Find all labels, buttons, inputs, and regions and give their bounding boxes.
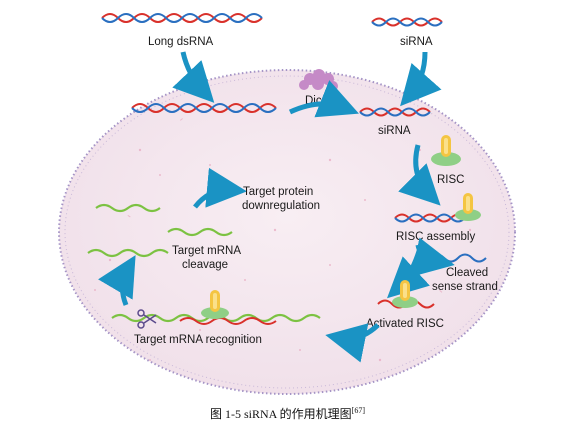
label-long-dsrna: Long dsRNA — [148, 36, 214, 48]
label-target-cleavage-line2: cleavage — [182, 259, 228, 271]
label-risc-assembly: RISC assembly — [396, 231, 475, 243]
arrow-dicer — [288, 80, 359, 118]
arrow-to-risc-assembly — [398, 144, 441, 206]
label-target-cleavage-line1: Target mRNA — [172, 245, 241, 257]
label-downregulation-line1: Target protein — [243, 186, 313, 198]
label-downregulation-line2: downregulation — [242, 200, 320, 212]
risc-protein — [431, 135, 461, 166]
arrow-to-recognition — [325, 323, 380, 363]
label-cleaved-line2: sense strand — [432, 281, 498, 293]
arrow-sirna-enter — [400, 51, 442, 107]
caption-reference: [67] — [351, 406, 365, 415]
label-risc: RISC — [437, 174, 464, 186]
arrow-to-cleaved — [411, 237, 455, 277]
target-mrna-recognition-complex — [111, 290, 321, 325]
cell-membrane — [58, 69, 516, 395]
cell-membrane-inner — [64, 75, 510, 389]
arrow-to-cleavage — [98, 255, 136, 306]
figure-caption: 图 1-5 siRNA 的作用机理图[67] — [0, 405, 575, 422]
activated-risc-complex — [377, 280, 435, 309]
arrow-dsrna-enter — [172, 51, 215, 103]
label-sirna-top: siRNA — [400, 36, 433, 48]
arrow-to-downregulation — [193, 167, 247, 209]
risc-assembly-complex — [394, 193, 481, 223]
scissors-icon — [137, 309, 157, 329]
sirna-top-strand — [371, 17, 443, 27]
sirna-inside-strand — [359, 107, 431, 117]
label-target-recognition: Target mRNA recognition — [134, 334, 262, 346]
label-sirna-mid: siRNA — [378, 125, 411, 137]
label-activated-risc: Activated RISC — [366, 318, 444, 330]
label-cleaved-line1: Cleaved — [446, 267, 488, 279]
cleaved-mrna-fragments — [87, 203, 233, 258]
long-dsrna-strand — [101, 13, 263, 23]
dsrna-inside-strand — [131, 103, 277, 113]
caption-text: 图 1-5 siRNA 的作用机理图 — [209, 407, 352, 421]
